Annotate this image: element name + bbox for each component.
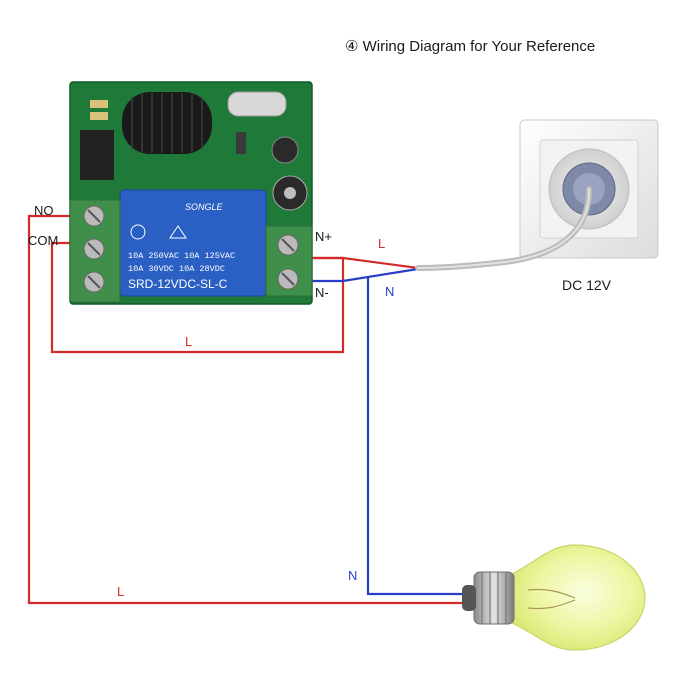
wire-label-live-loop: L: [185, 334, 192, 349]
light-bulb-icon: [462, 544, 646, 651]
relay-brand: SONGLE: [185, 202, 224, 212]
relay-rating-line1: 10A 250VAC 10A 125VAC: [128, 251, 235, 261]
wire-label-live-bottom: L: [117, 584, 124, 599]
wire-label-neutral-bottom: N: [348, 568, 357, 583]
capacitor: [271, 136, 299, 164]
terminal-label-no: NO: [34, 203, 54, 218]
relay-rating-line2: 10A 30VDC 10A 28VDC: [128, 264, 225, 274]
page-title: ④ Wiring Diagram for Your Reference: [345, 38, 595, 55]
terminal-label-com: COM: [28, 233, 58, 248]
neutral-wire-bulb: [366, 276, 465, 596]
terminal-label-n-plus: N+: [315, 229, 332, 244]
ic-chip: [80, 130, 114, 180]
power-source-label: DC 12V: [562, 277, 612, 293]
relay-module: SONGLE 10A 250VAC 10A 125VAC 10A 30VDC 1…: [69, 81, 313, 305]
terminal-label-n-minus: N-: [315, 285, 329, 300]
crystal-component: [227, 91, 287, 117]
wire-label-neutral-top: N: [385, 284, 394, 299]
wire-label-live-top: L: [378, 236, 385, 251]
antenna-coil: [122, 92, 212, 154]
relay-model: SRD-12VDC-SL-C: [128, 277, 228, 291]
terminal-block-left: [69, 199, 121, 303]
terminal-block-right: [265, 225, 313, 297]
live-wire-bulb: [27, 214, 465, 605]
